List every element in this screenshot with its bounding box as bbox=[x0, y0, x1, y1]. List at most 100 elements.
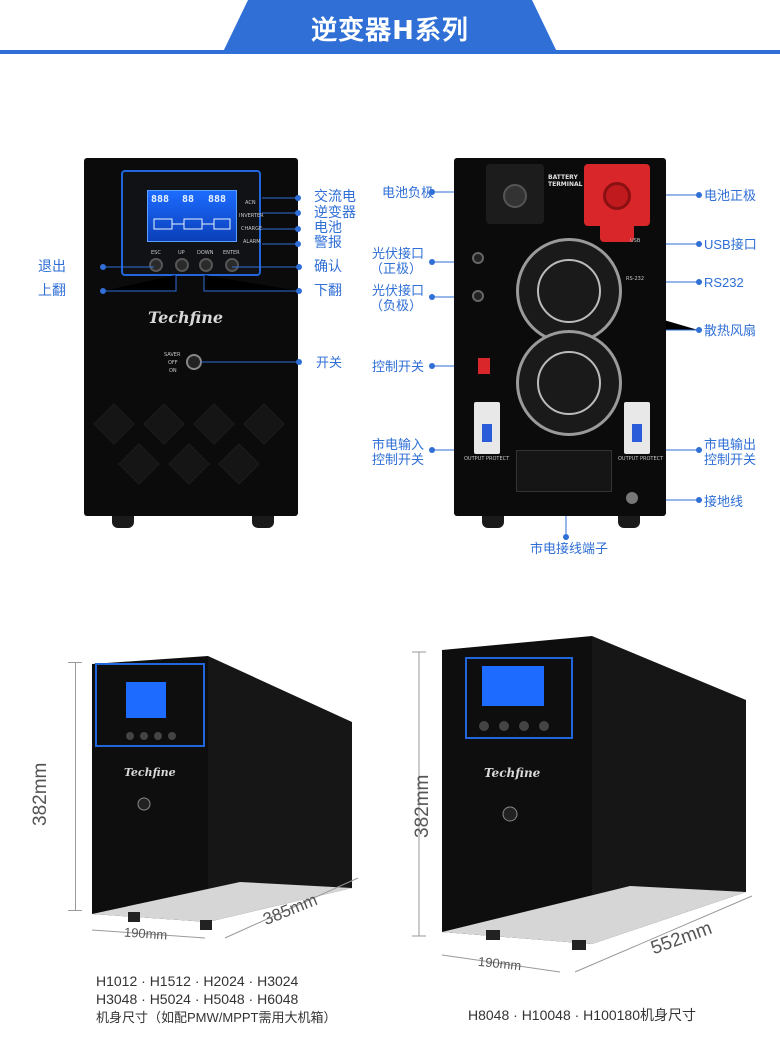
battery-terminal-label: BATTERY TERMINAL bbox=[548, 174, 583, 188]
enter-button[interactable] bbox=[225, 258, 239, 272]
pv-negative-port[interactable] bbox=[472, 290, 484, 302]
label-mains-terminal: 市电接线端子 bbox=[530, 541, 609, 556]
label-mains-input-1: 市电输入 bbox=[372, 437, 425, 452]
small-caption-line-3: 机身尺寸（如配PMW/MPPT需用大机箱） bbox=[96, 1010, 337, 1025]
label-pv-positive-2: （正极） bbox=[370, 261, 423, 276]
large-height-label: 382mm bbox=[412, 774, 433, 838]
alarm-label-dot bbox=[295, 241, 301, 247]
enter-label-dot bbox=[296, 264, 302, 270]
header-tab-shape bbox=[222, 0, 558, 54]
led-alarm-label: ALARM bbox=[243, 239, 261, 245]
up-label-dot bbox=[100, 288, 106, 294]
mains-in-dot bbox=[429, 447, 435, 453]
large-width-label: 190mm bbox=[477, 953, 523, 974]
ac-label-dot bbox=[295, 195, 301, 201]
down-button-label: DOWN bbox=[197, 250, 214, 256]
label-rs232: RS232 bbox=[704, 275, 744, 290]
label-pv-negative-2: （负极） bbox=[370, 298, 423, 313]
front-foot-right bbox=[252, 516, 274, 528]
label-alarm: 警报 bbox=[314, 234, 342, 250]
label-mains-output-2: 控制开关 bbox=[704, 452, 757, 467]
inverter-rear-view: BATTERY TERMINAL USB RS-232 OUTPUT PROTE… bbox=[454, 158, 666, 528]
lcd-readout-3: 888 bbox=[208, 194, 227, 205]
label-enter: 确认 bbox=[314, 258, 342, 274]
output-protect-left: OUTPUT PROTECT bbox=[464, 456, 510, 462]
label-down: 下翻 bbox=[314, 282, 342, 298]
switch-label-dot bbox=[296, 359, 302, 365]
front-foot-left bbox=[112, 516, 134, 528]
esc-button[interactable] bbox=[149, 258, 163, 272]
control-panel: 888 88 888 ACN INVERTER CHARGE ALARM ESC… bbox=[121, 170, 264, 276]
inverter-label-dot bbox=[295, 210, 301, 216]
label-ground: 接地线 bbox=[704, 494, 744, 509]
battery-label-dot bbox=[295, 226, 301, 232]
mains-input-breaker[interactable] bbox=[474, 402, 500, 454]
label-usb: USB接口 bbox=[704, 237, 757, 252]
lcd-readout-1: 888 bbox=[151, 194, 170, 205]
label-battery: 电池 bbox=[314, 219, 342, 235]
switch-off-label: OFF bbox=[168, 360, 178, 366]
battery-negative-terminal bbox=[486, 164, 544, 224]
enter-button-label: ENTER bbox=[223, 250, 240, 256]
ctrl-switch-dot bbox=[429, 363, 435, 369]
pv-pos-dot bbox=[429, 259, 435, 265]
small-cabinet: Techfine bbox=[90, 652, 370, 930]
label-up: 上翻 bbox=[38, 282, 66, 298]
large-cabinet-shape bbox=[442, 636, 746, 950]
label-pv-positive-1: 光伏接口 bbox=[372, 246, 425, 261]
led-inverter-label: INVERTER bbox=[239, 213, 264, 219]
inverter-front-view: 888 88 888 ACN INVERTER CHARGE ALARM ESC… bbox=[84, 158, 298, 528]
page-title: 逆变器H系列 bbox=[311, 16, 469, 46]
output-protect-right: OUTPUT PROTECT bbox=[618, 456, 664, 462]
up-button-label: UP bbox=[178, 250, 185, 256]
down-label-dot bbox=[296, 288, 302, 294]
brand-logo: Techfine bbox=[148, 308, 224, 327]
small-height-cap-top bbox=[68, 662, 82, 663]
small-caption-line-1: H1012 · H1512 · H2024 · H3024 bbox=[96, 973, 299, 989]
rear-foot-left bbox=[482, 516, 504, 528]
header-tab: 逆变器H系列 bbox=[222, 0, 558, 54]
small-width-label: 190mm bbox=[123, 924, 168, 943]
small-height-label: 382mm bbox=[30, 762, 51, 826]
bat-pos-dot bbox=[696, 192, 702, 198]
esc-label-dot bbox=[100, 264, 106, 270]
cooling-fan-top bbox=[516, 238, 622, 344]
large-cabinet: Techfine bbox=[440, 630, 750, 950]
label-pv-negative-1: 光伏接口 bbox=[372, 283, 425, 298]
usb-port-label: USB bbox=[630, 238, 641, 244]
small-height-cap-bottom bbox=[68, 910, 82, 911]
rs232-dot bbox=[696, 279, 702, 285]
mains-terminal-block[interactable] bbox=[516, 450, 612, 492]
label-battery-positive: 电池正极 bbox=[704, 188, 757, 203]
large-brand-logo: Techfine bbox=[484, 766, 541, 780]
led-ac-label: ACN bbox=[245, 200, 256, 206]
up-button[interactable] bbox=[175, 258, 189, 272]
ground-screw[interactable] bbox=[626, 492, 638, 504]
switch-saver-label: SAVER bbox=[164, 352, 181, 358]
pv-neg-dot bbox=[429, 294, 435, 300]
label-battery-negative: 电池负极 bbox=[382, 185, 435, 200]
neg-bolt bbox=[503, 184, 527, 208]
label-fan: 散热风扇 bbox=[704, 323, 757, 338]
label-inverter: 逆变器 bbox=[314, 204, 356, 220]
rs232-port-label: RS-232 bbox=[626, 276, 644, 282]
power-switch[interactable] bbox=[186, 354, 202, 370]
pv-positive-port[interactable] bbox=[472, 252, 484, 264]
pos-bolt bbox=[603, 182, 631, 210]
esc-button-label: ESC bbox=[151, 250, 161, 256]
bat-neg-dot bbox=[429, 189, 435, 195]
dip-control-switch[interactable] bbox=[478, 358, 490, 374]
mains-out-dot bbox=[696, 447, 702, 453]
small-brand-logo: Techfine bbox=[124, 766, 176, 779]
label-mains-output-1: 市电输出 bbox=[704, 437, 757, 452]
vent-pattern bbox=[93, 403, 285, 485]
fan-dot bbox=[696, 327, 702, 333]
usb-dot bbox=[696, 241, 702, 247]
mains-output-breaker[interactable] bbox=[624, 402, 650, 454]
large-caption: H8048 · H10048 · H100180机身尺寸 bbox=[468, 1007, 697, 1023]
battery-positive-tab bbox=[600, 222, 634, 242]
down-button[interactable] bbox=[199, 258, 213, 272]
cooling-fan-bottom bbox=[516, 330, 622, 436]
battery-positive-terminal bbox=[584, 164, 650, 226]
label-esc: 退出 bbox=[38, 258, 66, 274]
